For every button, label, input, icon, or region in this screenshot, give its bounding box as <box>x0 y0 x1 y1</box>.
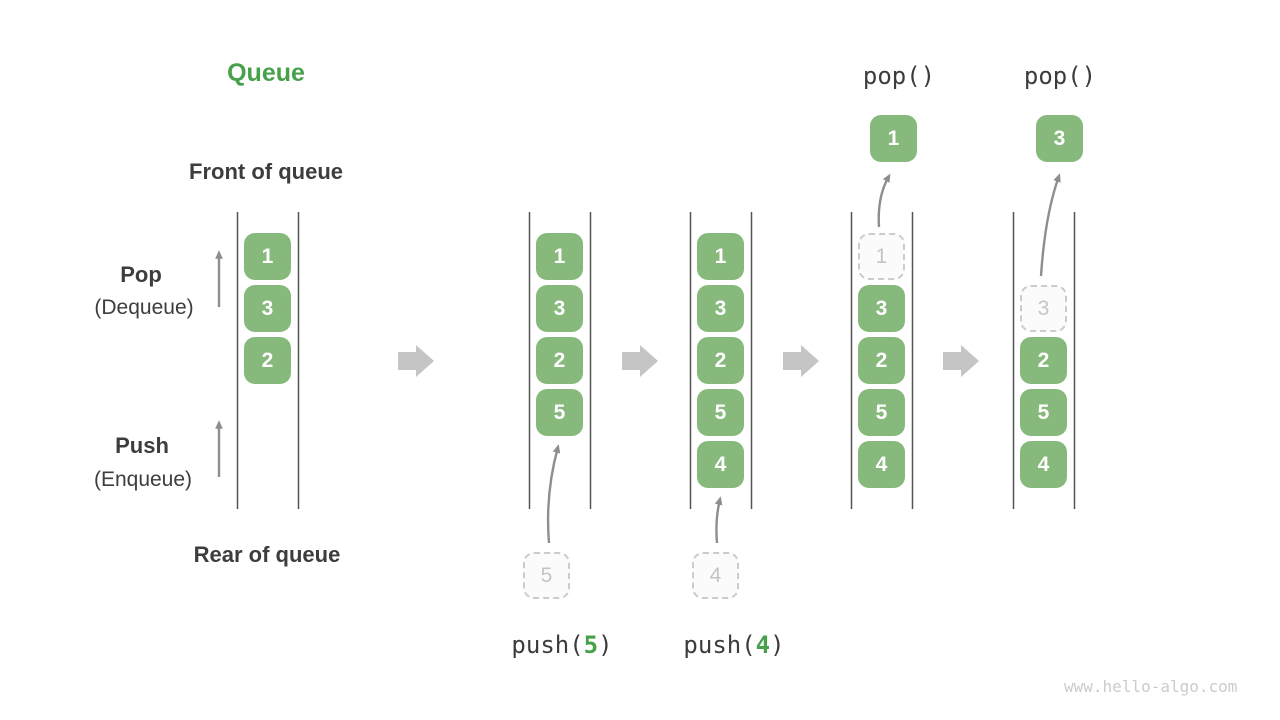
queue-element: 3 <box>697 285 744 332</box>
queue-element: 5 <box>536 389 583 436</box>
push-label: Push <box>115 433 169 458</box>
queue-element: 3 <box>536 285 583 332</box>
queue-element: 1 <box>697 233 744 280</box>
front-of-queue-label: Front of queue <box>189 159 343 184</box>
transition-arrow-icon <box>783 345 819 377</box>
queue-element: 2 <box>244 337 291 384</box>
queue-element: 2 <box>1020 337 1067 384</box>
transition-arrow-icon <box>622 345 658 377</box>
push-fn-text: push( <box>683 631 756 659</box>
queue-element: 5 <box>697 389 744 436</box>
transition-arrow-icon <box>943 345 979 377</box>
queue-element: 4 <box>1020 441 1067 488</box>
push5-arrow-icon <box>546 444 561 544</box>
transition-arrow-icon <box>398 345 434 377</box>
queue-element: 2 <box>697 337 744 384</box>
push-close-text: ) <box>598 631 613 659</box>
popped-element: 3 <box>1036 115 1083 162</box>
queue-element: 4 <box>697 441 744 488</box>
pop-label: Pop <box>120 262 162 287</box>
enqueue-label: (Enqueue) <box>93 468 193 491</box>
queue-walls <box>236 212 1076 509</box>
push-fn-text: push( <box>511 631 584 659</box>
push-operation-label-2: push(4) <box>683 631 784 659</box>
pop1-arrow-icon <box>877 173 891 228</box>
ghost-element: 3 <box>1020 285 1067 332</box>
watermark: www.hello-algo.com <box>1064 677 1238 696</box>
push-arg-text: 4 <box>755 631 771 659</box>
pop3-arrow-icon <box>1039 173 1061 277</box>
push4-arrow-icon <box>714 496 723 544</box>
queue-element: 4 <box>858 441 905 488</box>
push-operation-label-1: push(5) <box>511 631 612 659</box>
transition-arrows <box>398 345 979 377</box>
staged-element: 5 <box>523 552 570 599</box>
popped-element: 1 <box>870 115 917 162</box>
pop-operation-label-2: pop() <box>1023 62 1097 90</box>
queue-element: 3 <box>858 285 905 332</box>
queue-element: 5 <box>858 389 905 436</box>
queue-element: 2 <box>858 337 905 384</box>
queue-element: 5 <box>1020 389 1067 436</box>
flow-arrows <box>215 173 1061 544</box>
rear-of-queue-label: Rear of queue <box>193 542 341 567</box>
push-close-text: ) <box>770 631 785 659</box>
dequeue-label: (Dequeue) <box>94 296 194 319</box>
queue-element: 1 <box>244 233 291 280</box>
push-arg-text: 5 <box>583 631 599 659</box>
diagram-title: Queue <box>227 59 305 87</box>
staged-element: 4 <box>692 552 739 599</box>
queue-element: 3 <box>244 285 291 332</box>
ghost-element: 1 <box>858 233 905 280</box>
queue-element: 1 <box>536 233 583 280</box>
queue-element: 2 <box>536 337 583 384</box>
pop-operation-label-1: pop() <box>862 62 936 90</box>
